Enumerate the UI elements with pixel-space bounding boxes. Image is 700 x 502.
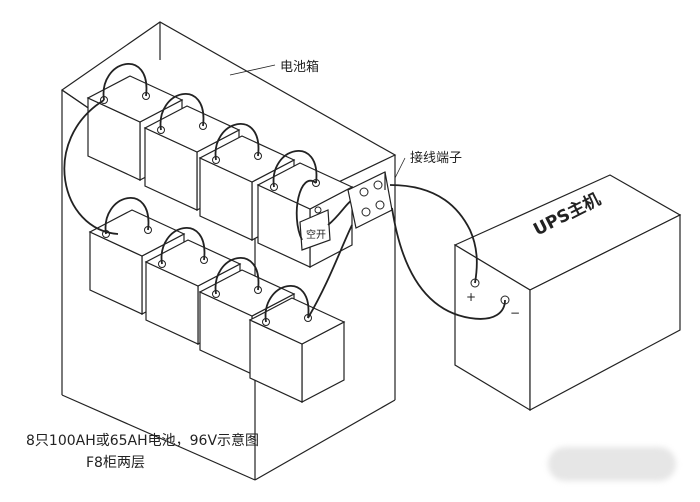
terminal-block-label: 接线端子 — [410, 151, 463, 166]
terminal-block — [347, 157, 406, 229]
battery-to-breaker-cable — [295, 179, 317, 241]
battery-box-label: 电池箱 — [280, 60, 320, 75]
terminal-screw — [375, 200, 385, 210]
battery-top — [198, 135, 296, 183]
battery-jumper-cable — [160, 227, 206, 265]
battery-top — [144, 239, 242, 287]
battery-8 — [248, 297, 346, 403]
ups-positive-cable — [389, 184, 478, 284]
battery-top — [256, 162, 354, 210]
ups-right-face — [529, 214, 681, 411]
battery-top — [86, 75, 184, 123]
terminal-screw — [373, 180, 383, 190]
caption-line-2: F8柜两层 — [86, 455, 145, 471]
ups-negative-cable — [391, 207, 506, 320]
breaker-label: 空开 — [306, 230, 326, 241]
battery-jumper-cable — [104, 197, 150, 235]
caption-line-1: 8只100AH或65AH电池，96V示意图 — [26, 433, 260, 449]
battery-jumper-cable — [214, 123, 260, 161]
battery-jumper-cable — [264, 285, 310, 323]
ups-minus-label: − — [510, 306, 521, 320]
battery-top — [88, 209, 186, 257]
breaker-body — [299, 209, 331, 251]
ups-plus-label: + — [466, 290, 477, 304]
battery-box-leader — [229, 64, 276, 76]
battery-jumper-cable — [102, 63, 148, 101]
terminal-screw — [361, 207, 371, 217]
battery-jumper-cable — [272, 150, 318, 188]
battery-jumper-cable — [159, 93, 205, 131]
battery-jumper-cable — [214, 257, 260, 295]
cabinet-edge — [61, 394, 256, 481]
cabinet-edge — [254, 399, 396, 481]
inter-row-cable — [63, 99, 119, 235]
battery-to-terminal-cable — [307, 224, 353, 319]
breaker — [299, 206, 331, 251]
battery-top — [143, 105, 241, 153]
battery-top — [248, 297, 346, 345]
ups-host — [453, 174, 682, 412]
terminal-block-leader — [394, 157, 406, 179]
battery-top — [198, 269, 296, 317]
terminal-screw — [359, 187, 369, 197]
breaker-knob — [314, 206, 322, 214]
watermark-blur — [548, 447, 676, 481]
